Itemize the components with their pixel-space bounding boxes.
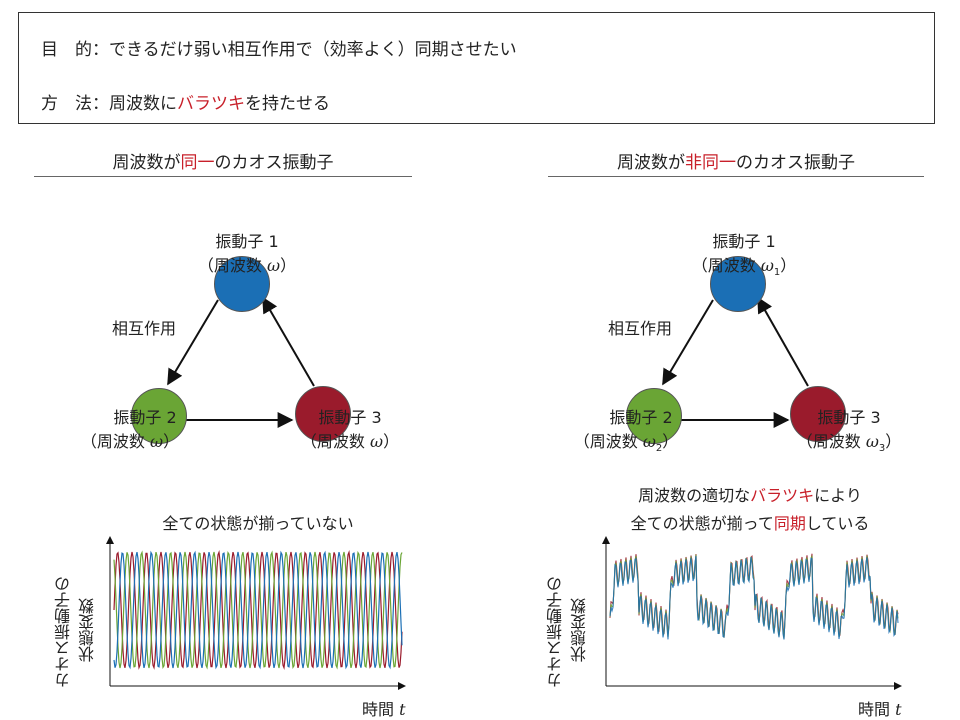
- x-axis-arrowhead: [398, 682, 406, 690]
- right-oscillator-2-node: [626, 388, 682, 444]
- right-osc3-name: 振動子 3: [817, 408, 881, 427]
- right-osc1-label: 振動子 1 （周波数 ω1）: [684, 228, 804, 278]
- right-plot-title: 周波数の適切なバラツキにより 全ての状態が揃って同期している: [590, 482, 910, 534]
- left-title-pre: 周波数が: [112, 153, 181, 173]
- method-post: を持たせる: [245, 94, 330, 114]
- left-ylabel-line1: カオス振動子の: [54, 576, 73, 688]
- right-osc3-freq: （周波数 ω3）: [796, 432, 902, 455]
- right-oscillator-3-node: [790, 386, 846, 442]
- left-osc1-freq: （周波数 ω）: [197, 256, 297, 275]
- method-line: 方 法：周波数にバラツキを持たせる: [41, 89, 330, 114]
- right-plot-title-line2: 全ての状態が揃って同期している: [630, 514, 870, 533]
- left-series-3: [113, 550, 403, 670]
- method-pre: 周波数に: [109, 94, 177, 114]
- left-divider: [34, 176, 412, 177]
- left-osc2-name: 振動子 2: [113, 408, 177, 427]
- x-axis-arrowhead: [894, 682, 902, 690]
- objective-box: 目 的：できるだけ弱い相互作用で（効率よく）同期させたい 方 法：周波数にバラツ…: [18, 12, 935, 124]
- left-osc2-freq: （周波数 ω）: [80, 432, 180, 451]
- method-label: 方 法：: [41, 94, 109, 114]
- arrow-1-to-2-right: [662, 299, 714, 386]
- left-osc1-name: 振動子 1: [215, 232, 279, 251]
- right-interaction-label: 相互作用: [608, 319, 673, 338]
- right-divider: [548, 176, 924, 177]
- left-osc1-label: 振動子 1 （周波数 ω）: [192, 228, 302, 276]
- y-axis-arrowhead: [602, 536, 610, 544]
- left-time-series-plot: [106, 536, 406, 690]
- left-title-post: のカオス振動子: [214, 153, 334, 173]
- right-plot-title-line1: 周波数の適切なバラツキにより: [638, 486, 862, 505]
- left-ylabel-line2: 状態変数: [78, 598, 97, 662]
- left-osc3-name: 振動子 3: [318, 408, 382, 427]
- y-axis-arrowhead: [106, 536, 114, 544]
- right-time-series-plot: [602, 536, 902, 690]
- left-panel-title: 周波数が同一のカオス振動子: [34, 148, 412, 173]
- right-ylabel-line1: カオス振動子の: [546, 576, 565, 688]
- right-panel-title: 周波数が非同一のカオス振動子: [548, 148, 924, 173]
- arrow-3-to-1: [262, 296, 315, 387]
- right-osc2-name: 振動子 2: [609, 408, 673, 427]
- left-interaction-label: 相互作用: [112, 319, 177, 338]
- method-highlight: バラツキ: [177, 94, 245, 114]
- right-oscillator-1-node: [710, 256, 766, 312]
- right-osc1-freq: （周波数 ω1）: [691, 256, 797, 279]
- left-oscillator-2-node: [131, 388, 187, 444]
- arrow-3-to-1-right: [757, 296, 809, 387]
- left-oscillator-1-node: [214, 256, 270, 312]
- right-title-pre: 周波数が: [617, 153, 685, 173]
- right-osc1-name: 振動子 1: [712, 232, 776, 251]
- right-osc3-label: 振動子 3 （周波数 ω3）: [784, 404, 914, 454]
- right-osc2-freq: （周波数 ω2）: [573, 432, 679, 455]
- purpose-label: 目 的：: [41, 40, 109, 60]
- right-xlabel: 時間 t: [858, 700, 902, 719]
- left-plot-title: 全ての状態が揃っていない: [162, 514, 354, 533]
- left-osc3-freq: （周波数 ω）: [300, 432, 400, 451]
- right-ylabel-line2: 状態変数: [570, 598, 589, 662]
- right-title-post: のカオス振動子: [736, 153, 855, 173]
- right-title-highlight: 非同一: [685, 153, 736, 173]
- right-series-3: [609, 556, 899, 640]
- left-xlabel: 時間 t: [362, 700, 406, 719]
- purpose-text: できるだけ弱い相互作用で（効率よく）同期させたい: [109, 40, 517, 60]
- left-osc3-label: 振動子 3 （周波数 ω）: [290, 404, 410, 452]
- arrow-1-to-2: [167, 299, 219, 386]
- left-series-2: [113, 550, 403, 670]
- purpose-line: 目 的：できるだけ弱い相互作用で（効率よく）同期させたい: [41, 35, 517, 60]
- left-oscillator-3-node: [295, 386, 351, 442]
- left-series-1: [113, 550, 403, 670]
- right-osc2-label: 振動子 2 （周波数 ω2）: [556, 404, 696, 454]
- left-title-highlight: 同一: [180, 153, 215, 173]
- left-osc2-label: 振動子 2 （周波数 ω）: [60, 404, 200, 452]
